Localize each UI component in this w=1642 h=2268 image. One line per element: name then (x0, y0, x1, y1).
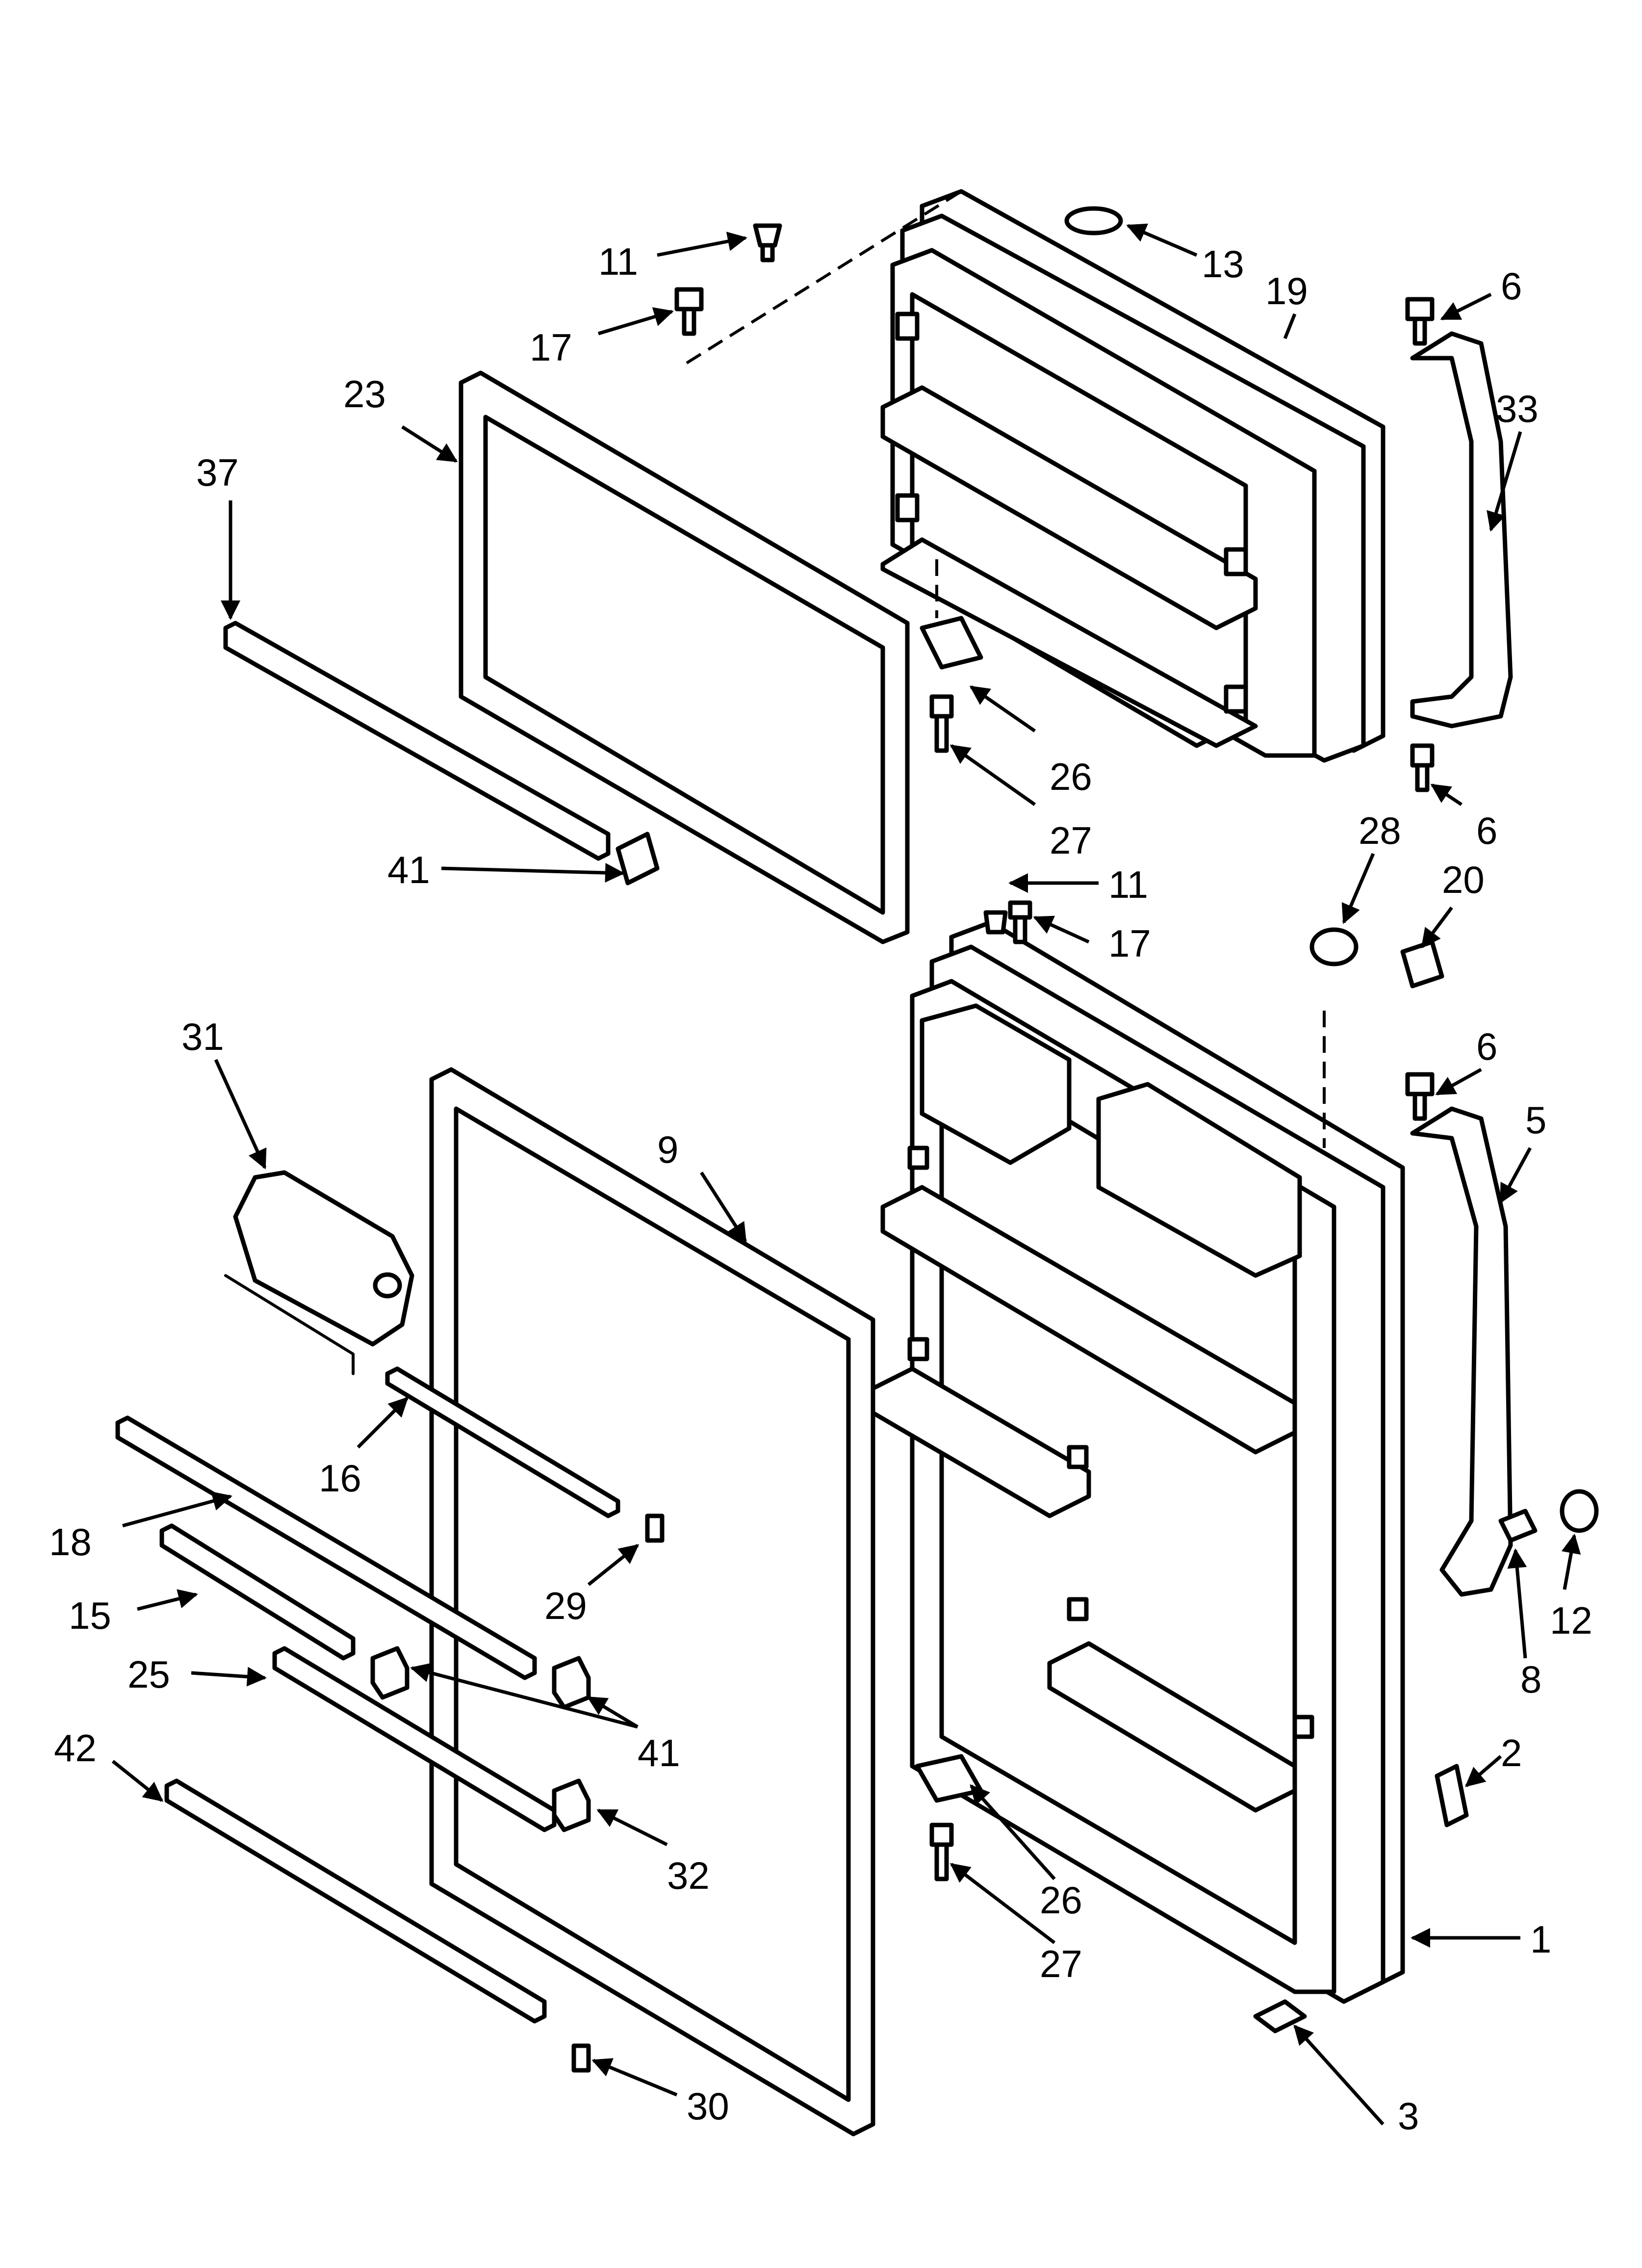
callout-28: 28 (1359, 809, 1401, 852)
bracket-2 (1435, 1764, 1469, 1827)
clip-41-right (552, 1656, 591, 1710)
callout-15: 15 (69, 1594, 111, 1637)
trim-16 (385, 1366, 620, 1518)
callout-41: 41 (638, 1731, 680, 1774)
callout-1: 1 (1530, 1918, 1551, 1961)
callout-11: 11 (598, 240, 638, 283)
fresh-food-lower-hinge (915, 1754, 983, 1881)
callout-12: 12 (1550, 1599, 1592, 1642)
fresh-food-door-gasket (429, 1067, 875, 2137)
callout-11: 11 (1108, 863, 1148, 906)
callout-16: 16 (319, 1457, 361, 1500)
trim-25 (272, 1646, 557, 1832)
trim-18 (115, 1415, 537, 1680)
callout-29: 29 (544, 1584, 587, 1627)
callout-6: 6 (1476, 809, 1497, 852)
trim-42 (164, 1778, 547, 2024)
dairy-door (224, 1170, 414, 1375)
callout-25: 25 (128, 1653, 170, 1696)
callout-33: 33 (1496, 387, 1539, 430)
handle-screw-8 (1498, 1509, 1538, 1543)
callout-32: 32 (667, 1854, 710, 1897)
callout-9: 9 (657, 1128, 678, 1171)
freezer-door-handle (1405, 297, 1513, 792)
callout-17: 17 (1108, 922, 1151, 965)
callout-26: 26 (1040, 1878, 1082, 1922)
plug-28 (1309, 927, 1359, 966)
callout-13: 13 (1202, 242, 1244, 286)
callout-27: 27 (1040, 1942, 1082, 1985)
upper-hinge-hardware (674, 223, 782, 336)
callout-labels: 11 17 13 19 6 33 23 37 26 27 6 41 28 20 … (49, 240, 1592, 2138)
bumper-20 (1400, 939, 1444, 989)
freezer-door (686, 189, 1385, 763)
callout-27: 27 (1050, 819, 1092, 862)
fresh-food-door-handle (1405, 1072, 1599, 1597)
callout-18: 18 (49, 1520, 92, 1564)
callout-17: 17 (530, 326, 572, 369)
callout-8: 8 (1520, 1658, 1541, 1701)
callout-19: 19 (1265, 269, 1308, 313)
callout-5: 5 (1525, 1098, 1546, 1142)
callout-26: 26 (1050, 755, 1092, 798)
callout-30: 30 (687, 2085, 729, 2128)
clip-30 (571, 2043, 591, 2073)
plug-12 (1560, 1489, 1599, 1533)
callout-42: 42 (54, 1726, 97, 1770)
freezer-door-gasket (459, 370, 910, 944)
freezer-lower-hinge (920, 616, 983, 753)
freezer-shelf-trim (223, 621, 660, 886)
fresh-food-top-hardware (983, 900, 1444, 989)
callout-3: 3 (1398, 2094, 1419, 2138)
leader-lines (111, 223, 1581, 2126)
clip-41-left (370, 1646, 410, 1700)
callout-20: 20 (1442, 858, 1485, 901)
bracket-3 (1253, 1999, 1307, 2033)
fresh-food-door (871, 920, 1405, 2004)
callout-31: 31 (181, 1015, 224, 1058)
callout-41: 41 (387, 848, 430, 891)
callout-23: 23 (343, 372, 386, 416)
callout-2: 2 (1501, 1731, 1522, 1774)
callout-6: 6 (1501, 264, 1522, 308)
clip-29 (645, 1513, 665, 1543)
callout-6: 6 (1476, 1025, 1497, 1068)
callout-37: 37 (196, 451, 239, 494)
freezer-vent-cap (1064, 206, 1123, 235)
clip-32 (552, 1778, 591, 1832)
trim-15 (159, 1523, 356, 1661)
